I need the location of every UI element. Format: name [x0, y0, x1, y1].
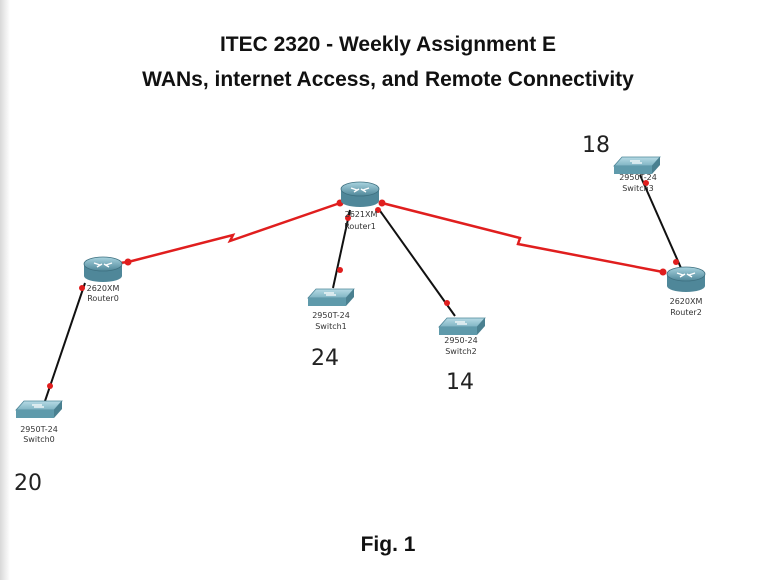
link-endpoint [345, 215, 351, 221]
link-endpoint [47, 383, 53, 389]
ethernet-link-router1-switch2[interactable] [377, 207, 456, 317]
switch2-name: Switch2 [445, 347, 477, 356]
router0-node[interactable]: 2620XM Router0 [83, 256, 123, 303]
serial-link-router1-router2[interactable] [381, 201, 664, 274]
page-subtitle: WANs, internet Access, and Remote Connec… [142, 68, 634, 91]
ethernet-link-switch3-router2[interactable] [639, 174, 682, 269]
switch2-host-count: 14 [446, 370, 474, 395]
router2-node[interactable]: 2620XM Router2 [666, 266, 706, 317]
switch3-name: Switch3 [622, 184, 654, 193]
link-endpoint [337, 267, 343, 273]
serial-link-router0-router1[interactable] [102, 201, 341, 267]
link-endpoint [378, 199, 386, 207]
switch-icon [613, 156, 661, 174]
switch1-host-count: 24 [311, 346, 339, 371]
switch-icon [438, 317, 486, 335]
link-endpoint [444, 300, 450, 306]
link-endpoint [673, 259, 679, 265]
router0-model: 2620XM [87, 284, 120, 293]
router1-name: Router1 [344, 222, 376, 231]
switch0-host-count: 20 [14, 471, 42, 496]
link-endpoint [79, 285, 85, 291]
switch1-name: Switch1 [315, 322, 347, 331]
switch1-node[interactable]: 2950T-24 Switch1 24 [307, 288, 355, 371]
switch3-model: 2950T-24 [619, 173, 657, 182]
router-icon [666, 266, 706, 292]
switch2-model: 2950-24 [444, 336, 477, 345]
switch3-host-count: 18 [582, 133, 610, 158]
link-endpoint [643, 180, 649, 186]
router0-name: Router0 [87, 294, 119, 303]
page-title: ITEC 2320 - Weekly Assignment E [219, 33, 557, 56]
switch0-name: Switch0 [23, 435, 55, 444]
link-endpoint [124, 258, 132, 266]
router-icon [340, 181, 380, 207]
switch0-node[interactable]: 2950T-24 Switch0 20 [14, 400, 63, 496]
switch2-node[interactable]: 2950-24 Switch2 14 [438, 317, 486, 395]
switch0-model: 2950T-24 [20, 425, 58, 434]
router2-name: Router2 [670, 308, 702, 317]
router1-model: 2621XM [345, 210, 378, 219]
switch-icon [15, 400, 63, 418]
router-icon [83, 256, 123, 282]
link-endpoints [47, 180, 679, 389]
link-endpoint [659, 268, 667, 276]
figure-caption: Fig. 1 [360, 533, 416, 556]
switch1-model: 2950T-24 [312, 311, 350, 320]
ethernet-link-router1-switch1[interactable] [332, 209, 351, 289]
switch3-node[interactable]: 2950T-24 Switch3 18 [582, 133, 661, 193]
switch-icon [307, 288, 355, 306]
link-endpoint [375, 207, 381, 213]
page-left-shadow [0, 0, 10, 580]
router1-node[interactable]: 2621XM Router1 [340, 181, 380, 231]
router2-model: 2620XM [670, 297, 703, 306]
